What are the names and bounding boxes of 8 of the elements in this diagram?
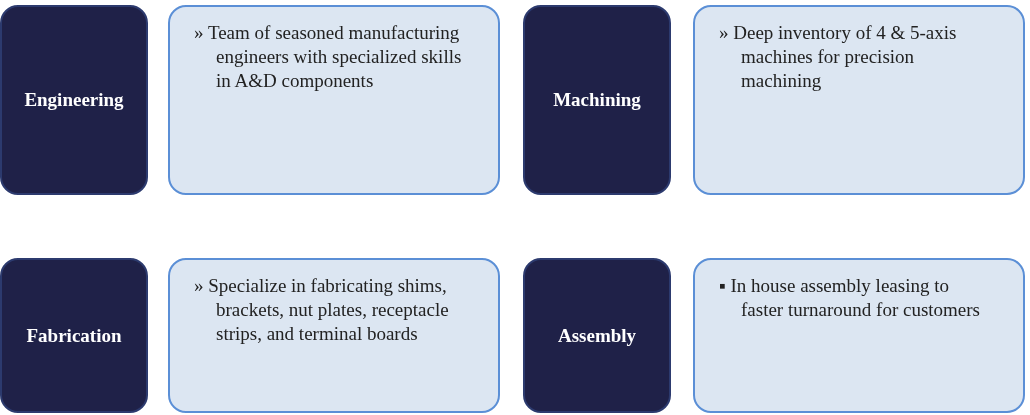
description-box: » Team of seasoned manufacturing engineers with specialized skills in A&D components — [168, 5, 500, 195]
category-box: Engineering — [0, 5, 148, 195]
description-box: » Deep inventory of 4 & 5-axis machines for precision machining — [693, 5, 1025, 195]
description-box: » Specialize in fabricating shims, brackets, nut plates, receptacle strips, and terminal boards — [168, 258, 500, 413]
category-box: Assembly — [523, 258, 671, 413]
category-box: Fabrication — [0, 258, 148, 413]
category-box: Machining — [523, 5, 671, 195]
description-box: ▪ In house assembly leasing to faster turnaround for customers — [693, 258, 1025, 413]
